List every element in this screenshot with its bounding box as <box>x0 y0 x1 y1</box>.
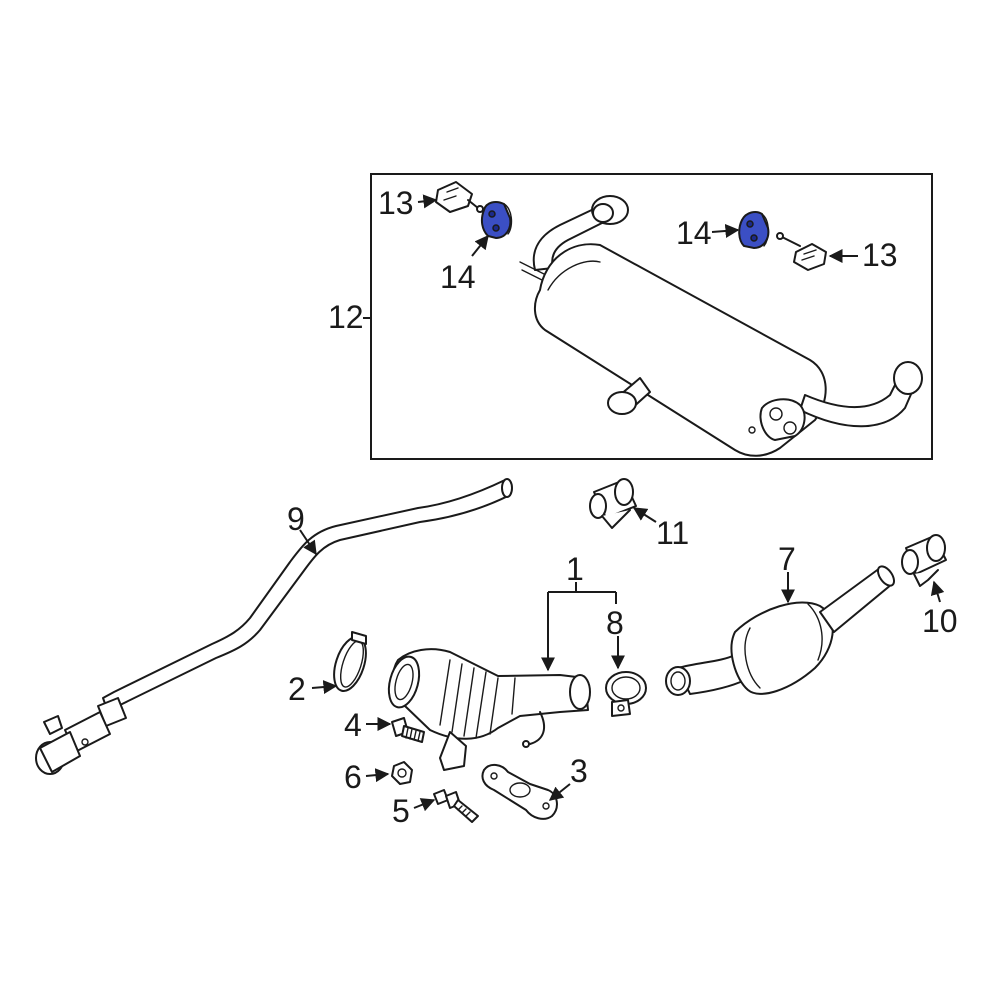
catalytic-converter[interactable] <box>384 648 591 771</box>
callout-7: 7 <box>778 541 796 577</box>
callout-8: 8 <box>606 605 624 641</box>
muffler-assembly-inset-frame <box>370 173 933 460</box>
rear-muffler-assembly[interactable] <box>519 195 923 457</box>
callout-14-left: 14 <box>440 259 476 295</box>
callout-9: 9 <box>287 501 305 537</box>
callout-5: 5 <box>392 793 410 829</box>
hex-nut[interactable] <box>391 761 413 785</box>
pipe-clamp-upper[interactable] <box>589 478 637 529</box>
callout-12: 12 <box>328 299 364 335</box>
exhaust-insulator-right[interactable] <box>738 211 770 250</box>
callout-11: 11 <box>656 515 689 551</box>
callout-14-right: 14 <box>676 215 712 251</box>
callout-3: 3 <box>570 753 588 789</box>
intermediate-pipe[interactable] <box>35 478 513 775</box>
clamp-ring[interactable] <box>328 631 372 695</box>
exhaust-insulator-left[interactable] <box>480 201 513 240</box>
callout-13-right: 13 <box>862 237 898 273</box>
callout-1: 1 <box>566 551 584 587</box>
flange-bolt[interactable] <box>391 717 425 743</box>
callout-2: 2 <box>288 671 306 707</box>
exhaust-hanger-bracket-right[interactable] <box>776 232 827 271</box>
resonator-pipe[interactable] <box>665 564 897 696</box>
exhaust-hanger-bracket-left[interactable] <box>435 181 484 213</box>
exhaust-gasket[interactable] <box>481 764 558 820</box>
callout-10: 10 <box>922 603 958 639</box>
callout-4: 4 <box>344 707 362 743</box>
callout-13-left: 13 <box>378 185 414 221</box>
band-clamp[interactable] <box>605 671 647 717</box>
exhaust-stud[interactable] <box>433 789 479 823</box>
pipe-clamp-lower[interactable] <box>901 534 947 587</box>
callout-6: 6 <box>344 759 362 795</box>
